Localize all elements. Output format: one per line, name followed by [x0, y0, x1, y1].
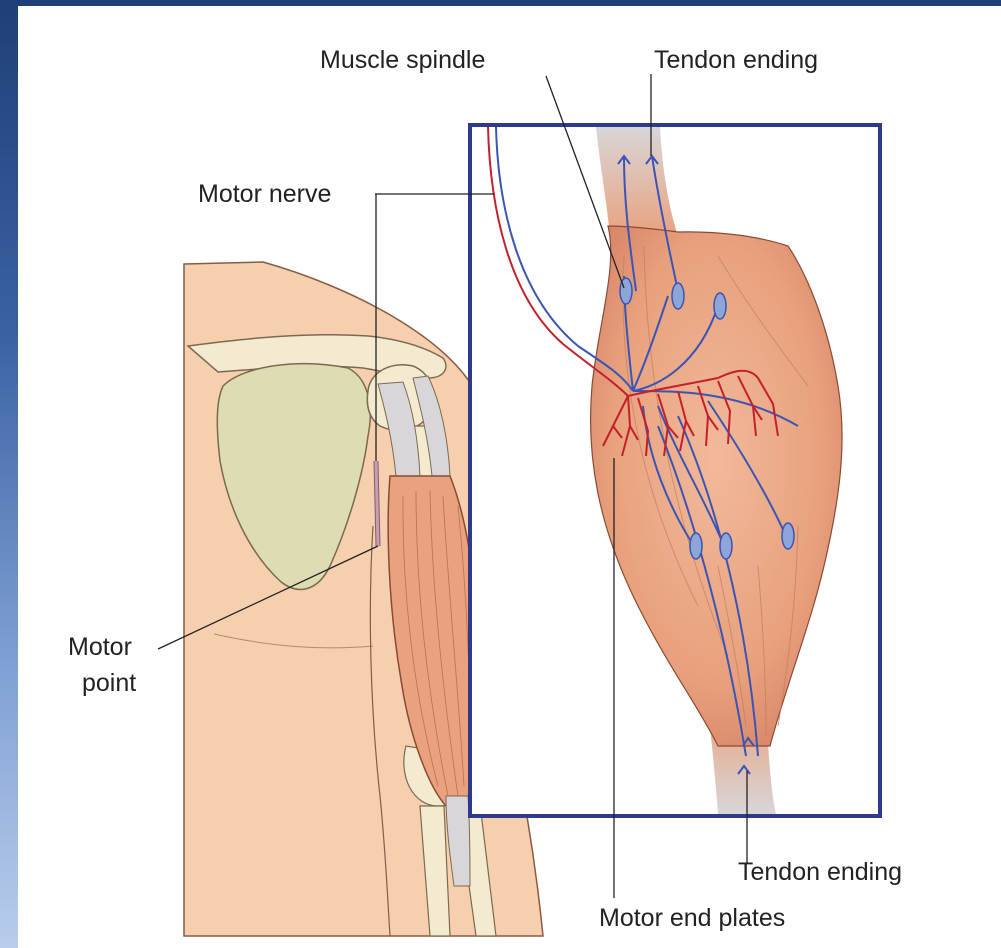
label-tendon-ending-top: Tendon ending [654, 46, 818, 74]
diagram-canvas: Muscle spindle Tendon ending Motor nerve… [18, 6, 1001, 948]
label-muscle-spindle: Muscle spindle [320, 46, 485, 74]
label-motor-end-plates: Motor end plates [599, 904, 785, 932]
arm-muscle-diagram: Muscle spindle Tendon ending Motor nerve… [18, 6, 1001, 948]
label-tendon-ending-bottom: Tendon ending [738, 858, 902, 886]
label-motor-nerve: Motor nerve [198, 180, 331, 208]
label-motor-point-line2: point [82, 669, 136, 697]
label-motor-point-line1: Motor [68, 633, 132, 661]
